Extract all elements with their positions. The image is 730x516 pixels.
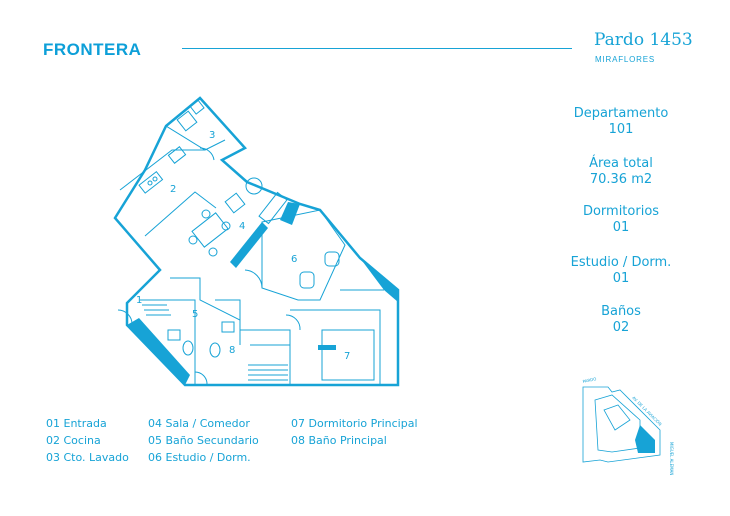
plan-chair [188,235,198,245]
plan-fixture [182,340,194,356]
spec-bathrooms: Baños 02 [541,304,701,336]
project-title: Pardo 1453 [594,30,693,50]
plan-door [117,309,133,325]
plan-wall-mass [360,258,398,302]
plan-fixture [152,176,158,182]
plan-door [194,371,208,385]
plan-chair [208,247,218,257]
spec-label: Estudio / Dorm. [570,255,672,270]
plan-sofa [258,191,288,225]
spec-value: 01 [612,220,630,235]
plan-partition [240,329,291,385]
plan-partition [144,191,217,237]
legend-item: 05 Baño Secundario [148,434,259,447]
plan-wall-mass [230,222,268,268]
plan-armchair [245,177,263,195]
spec-study: Estudio / Dorm. 01 [541,255,701,287]
plan-fixture [299,271,315,289]
plan-wall-mass [280,202,300,225]
room-number-2: 2 [170,184,176,195]
plan-stairs [248,364,288,381]
plan-table [191,212,229,248]
room-number-3: 3 [209,130,215,141]
legend-item: 01 Entrada [46,417,107,430]
project-location: MIRAFLORES [595,55,656,64]
plan-door [199,147,215,161]
legend-column: 04 Sala / Comedor 05 Baño Secundario 06 … [148,417,308,468]
street-label-aviacion: AV. DE LA AVIACIÓN [631,395,663,427]
room-number-5: 5 [192,309,198,320]
legend-item: 06 Estudio / Dorm. [148,451,251,464]
spec-value: 101 [608,122,634,137]
plan-chair [221,221,231,231]
room-number-6: 6 [291,254,297,265]
room-number-7: 7 [344,351,350,362]
site-unit-highlight [635,425,655,453]
spec-label: Departamento [573,106,669,121]
plan-fixture [147,180,153,186]
room-number-1: 1 [136,295,142,306]
legend-item: 04 Sala / Comedor [148,417,250,430]
room-number-8: 8 [229,345,235,356]
plan-door [244,269,263,289]
plan-fixture [138,170,164,194]
plan-partition [119,149,205,191]
plan-fixture [324,251,340,267]
plan-fixture [209,342,221,358]
header-divider [182,48,572,49]
street-label-aleman: MIGUEL ALEMAN [669,442,674,475]
brand-logo: FRONTERA [43,40,142,59]
plan-partition [290,309,381,385]
plan-partition [160,299,196,385]
plan-partition [321,329,375,381]
plan-fixture [167,146,187,164]
plan-chair [201,209,211,219]
spec-label: Baños [601,304,641,319]
spec-value: 70.36 m2 [589,172,653,187]
plan-fixture [221,321,235,333]
spec-unit: Departamento 101 [541,106,701,138]
spec-value: 01 [612,271,630,286]
plan-stairs [140,299,171,316]
plan-armchair [224,192,246,214]
street-label-pardo: PARDO [582,376,597,384]
legend-item: 02 Cocina [46,434,101,447]
spec-label: Área total [589,156,653,171]
legend-item: 03 Cto. Lavado [46,451,129,464]
plan-partition [215,299,241,330]
legend-column: 01 Entrada 02 Cocina 03 Cto. Lavado [46,417,206,468]
plan-fixture [167,329,181,341]
legend-item: 07 Dormitorio Principal [291,417,418,430]
spec-bedrooms: Dormitorios 01 [541,204,701,236]
spec-value: 02 [612,320,630,335]
plan-fixture [189,99,205,115]
plan-door [285,314,301,331]
site-lot-outline [603,404,631,431]
site-lot-outline [582,386,661,463]
room-number-4: 4 [239,221,245,232]
plan-wall-mass [127,318,190,385]
spec-label: Dormitorios [582,204,660,219]
plan-fixture [176,110,198,132]
legend-item: 08 Baño Principal [291,434,387,447]
legend-column: 07 Dormitorio Principal 08 Baño Principa… [291,417,451,451]
spec-total-area: Área total 70.36 m2 [541,156,701,188]
